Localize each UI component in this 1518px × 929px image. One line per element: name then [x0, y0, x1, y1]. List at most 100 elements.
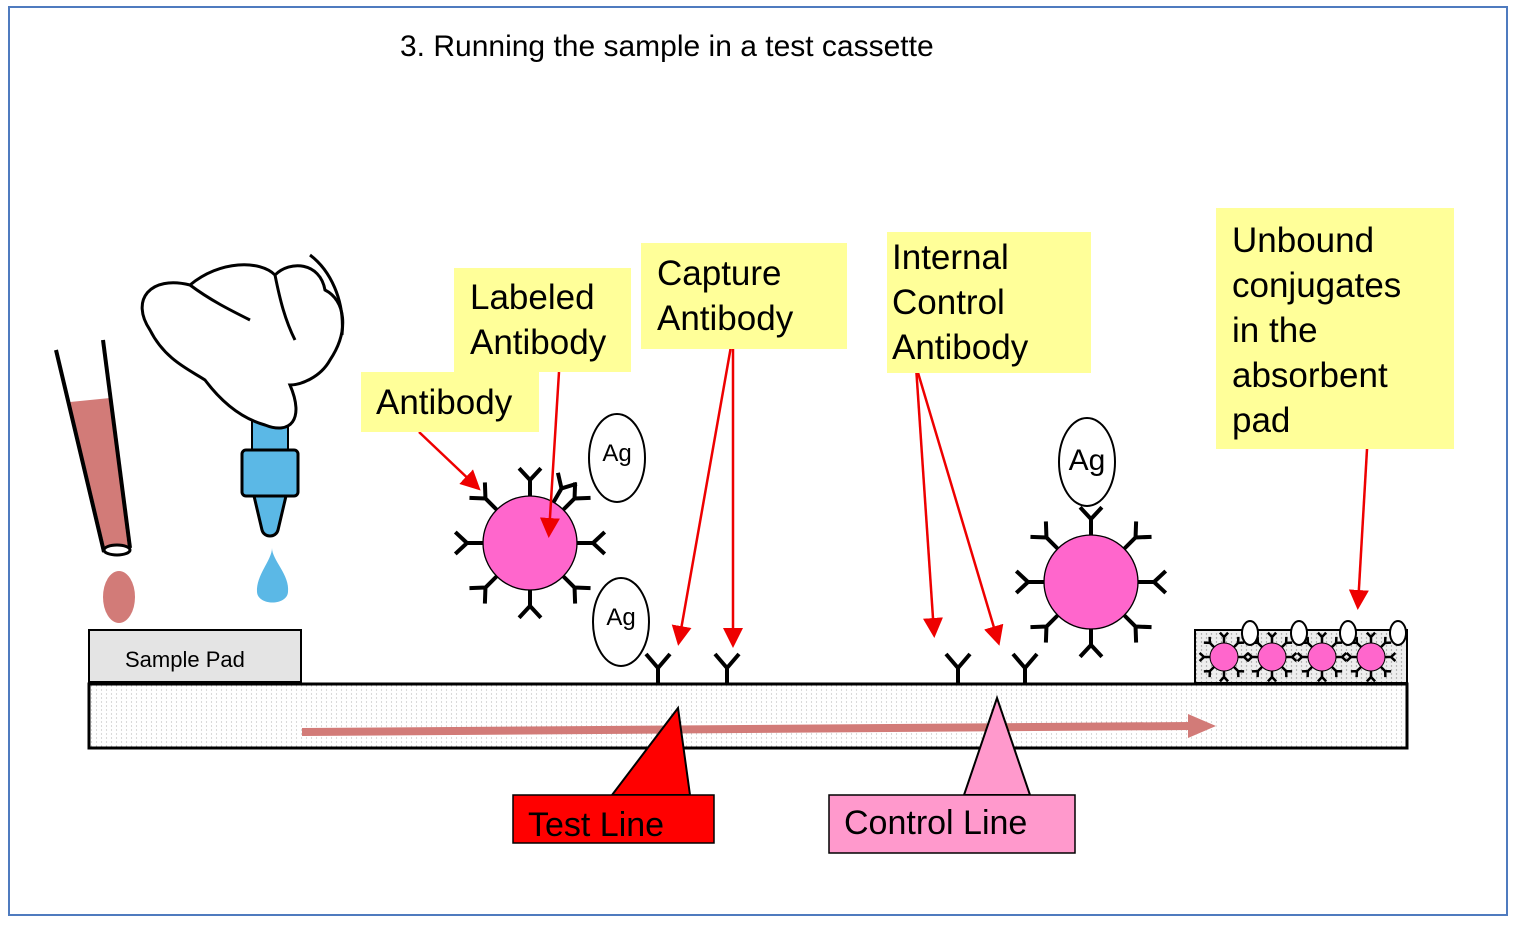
control-line-box: [828, 794, 1076, 854]
particle-antibody: [1316, 631, 1328, 643]
note-unbound-line-3: in the: [1232, 311, 1318, 350]
particle-antibody: [1281, 636, 1293, 648]
note-unbound-line-4: absorbent: [1232, 356, 1388, 395]
test-line-box: [512, 794, 715, 844]
sample-pad-label: Sample Pad: [125, 647, 245, 672]
particle-antibody: [1138, 569, 1168, 595]
conjugate-antigen: [1241, 620, 1259, 646]
particle-core: [1257, 642, 1287, 672]
particle-antibody: [1301, 666, 1313, 678]
control-antibody-1: [944, 652, 972, 684]
particle-antibody: [1078, 505, 1104, 535]
hand-dropper: [140, 253, 345, 603]
arrow-capture-1: [671, 334, 735, 646]
particle-antibody: [517, 590, 543, 620]
arrow-antibody: [418, 431, 481, 491]
arrow-control-2: [914, 365, 1004, 646]
note-internal-control-line-3: Antibody: [892, 328, 1029, 367]
particle-antibody: [469, 482, 499, 512]
sample-pad: [88, 629, 302, 683]
particle-antibody: [1246, 651, 1258, 663]
particle-core: [482, 495, 578, 591]
particle-antibody: [1365, 631, 1377, 643]
particle-antibody: [577, 530, 607, 556]
conjugate-antigen: [1389, 620, 1407, 646]
particle-antibody: [1286, 651, 1298, 663]
particle-antibody: [1345, 651, 1357, 663]
particle-antibody: [453, 530, 483, 556]
capture-antibody-2: [713, 652, 741, 684]
note-unbound-line-5: pad: [1232, 401, 1291, 440]
particle-antibody: [561, 574, 591, 604]
labeled-particle-2: [1014, 505, 1168, 659]
particle-antibody: [1266, 671, 1278, 683]
particle-antibody: [551, 472, 578, 504]
particle-antibody: [1233, 636, 1245, 648]
particle-antibody: [1380, 666, 1392, 678]
note-capture-antibody: Capture Antibody: [641, 243, 847, 349]
unbound-conjugates: [1198, 620, 1407, 683]
note-labeled-antibody-line-1: Labeled: [470, 278, 595, 317]
particle-antibody: [1365, 671, 1377, 683]
antigen-ellipse-2: [592, 577, 650, 667]
particle-antibody: [1122, 613, 1152, 643]
particle-antibody: [1385, 651, 1397, 663]
particle-core: [1356, 642, 1386, 672]
arrow-control-1: [914, 365, 943, 638]
antigen-label-3: Ag: [1068, 444, 1106, 477]
note-capture-antibody-line-1: Capture: [657, 254, 782, 293]
particle-antibody: [1218, 671, 1230, 683]
particle-antibody: [1331, 666, 1343, 678]
sample-tube: [54, 339, 132, 557]
test-line-label: Test Line: [528, 806, 665, 843]
particle-antibody: [1233, 666, 1245, 678]
particle-antibody: [1218, 631, 1230, 643]
note-internal-control-antibody: Internal Control Antibody: [887, 232, 1091, 373]
particle-core: [1043, 534, 1139, 630]
arrow-labeled-antibody: [539, 371, 561, 538]
antigen-label-2: Ag: [606, 604, 636, 631]
flow-arrow: [301, 714, 1216, 738]
particle-antibody: [1331, 636, 1343, 648]
note-antibody-text: Antibody: [376, 383, 513, 422]
callout-arrows: [418, 334, 1370, 648]
particle-antibody: [1350, 666, 1362, 678]
arrow-unbound: [1348, 431, 1370, 610]
sample-drop: [103, 571, 135, 623]
particle-antibody: [1014, 569, 1044, 595]
particle-antibody: [1203, 636, 1215, 648]
particle-antibody: [1266, 631, 1278, 643]
particle-core: [1307, 642, 1337, 672]
particle-antibody: [1122, 521, 1152, 551]
particle-antibody: [1251, 666, 1263, 678]
note-unbound-conjugates: Unbound conjugates in the absorbent pad: [1216, 208, 1454, 449]
particle-antibody: [1281, 666, 1293, 678]
particle-antibody: [1030, 521, 1060, 551]
particle-antibody: [1203, 666, 1215, 678]
particle-antibody: [469, 574, 499, 604]
antigen-ellipse-1: [588, 413, 646, 503]
antigen-ellipse-3: [1058, 417, 1116, 507]
particle-antibody: [1380, 636, 1392, 648]
particle-antibody: [1198, 651, 1210, 663]
note-capture-antibody-line-2: Antibody: [657, 299, 794, 338]
particle-antibody: [1078, 629, 1104, 659]
particle-core: [1209, 642, 1239, 672]
figure-title: 3. Running the sample in a test cassette: [400, 30, 934, 63]
conjugate-antigen: [1290, 620, 1308, 646]
note-unbound-line-1: Unbound: [1232, 221, 1375, 260]
note-labeled-antibody: Labeled Antibody: [454, 268, 631, 372]
particle-antibody: [1336, 651, 1348, 663]
note-labeled-antibody-line-2: Antibody: [470, 323, 607, 362]
particle-antibody: [1030, 613, 1060, 643]
particle-antibody: [1316, 671, 1328, 683]
note-antibody: Antibody: [361, 372, 539, 432]
particle-antibody: [517, 466, 543, 496]
note-internal-control-line-2: Control: [892, 283, 1005, 322]
control-line-label: Control Line: [844, 804, 1028, 842]
note-internal-control-line-1: Internal: [892, 238, 1009, 277]
antigen-label-1: Ag: [602, 440, 632, 467]
capture-antibody-1: [644, 652, 672, 684]
labeled-particle-1: [453, 466, 607, 620]
